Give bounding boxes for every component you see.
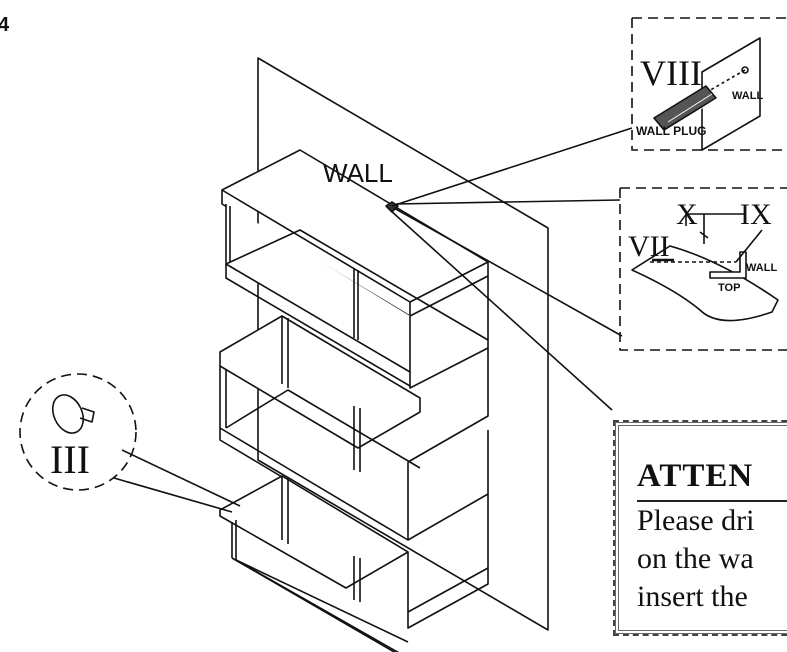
callout-wall-plug-box <box>631 17 787 151</box>
knob-detail-circle <box>19 373 137 491</box>
attention-line-1: Please dri <box>637 504 755 537</box>
callout-wall-label: WALL <box>732 90 764 102</box>
wall-label: WALL <box>323 158 393 188</box>
leader-bracket-top <box>395 199 621 205</box>
attention-body: Please dri on the wa insert the <box>637 502 754 616</box>
attention-box: ATTEN Please dri on the wa insert the <box>613 420 787 636</box>
leader-knob-1 <box>121 449 241 507</box>
bracket-top-label: TOP <box>718 282 741 294</box>
attention-title: ATTEN <box>637 458 754 494</box>
callout-wall-plug-part-label: VIII <box>640 53 702 93</box>
step-number: 4 <box>0 14 10 36</box>
leader-attention <box>389 209 613 411</box>
leader-wall-plug <box>391 127 633 207</box>
bracket-wall-label: WALL <box>746 262 778 274</box>
wall-plug-icon <box>653 85 717 131</box>
wall-plug-label: WALL PLUG <box>636 124 707 138</box>
wall-panel <box>257 57 549 631</box>
knob-part-label: III <box>50 437 90 482</box>
part-ix-label: IX <box>740 198 772 231</box>
attention-line-3: insert the <box>637 580 748 613</box>
upper-cabinet <box>225 204 411 373</box>
attention-underline <box>637 500 787 502</box>
part-x-label: X <box>676 198 698 231</box>
part-vii-label: VII <box>628 230 670 263</box>
attention-line-2: on the wa <box>637 542 754 575</box>
knob-icon <box>51 394 85 434</box>
bottom-shelf <box>219 475 409 589</box>
callout-bracket-box <box>619 187 787 351</box>
callout-wall-panel <box>701 37 761 151</box>
leader-knob-2 <box>113 477 233 513</box>
leader-bracket-bottom <box>393 207 623 337</box>
callout-top-panel <box>631 245 779 322</box>
